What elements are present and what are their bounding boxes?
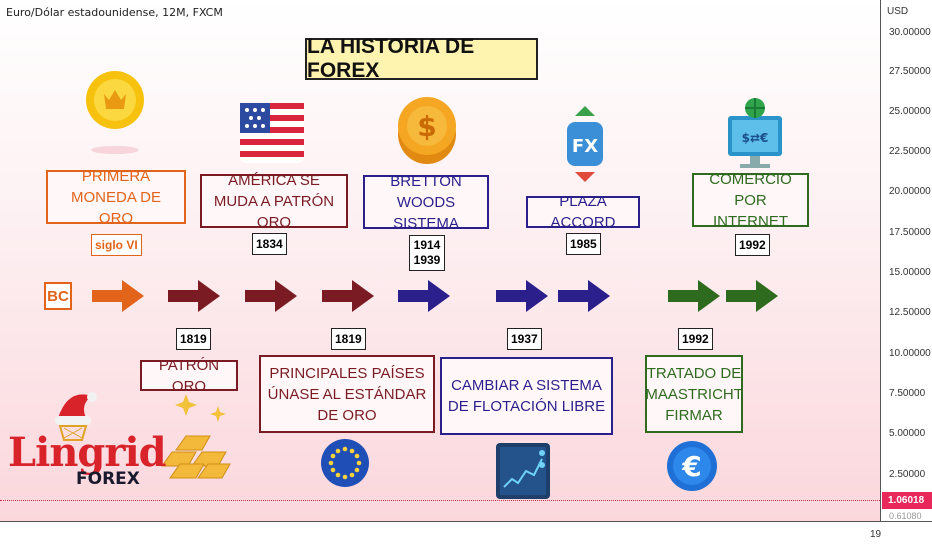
current-price-tag: 1.06018 (882, 492, 932, 509)
chart-screen-icon (494, 441, 554, 508)
price-tick: 5.00000 (889, 428, 926, 439)
timeline-arrow (558, 280, 610, 312)
logo-line1: Lingrid (8, 429, 167, 476)
date-1992-bottom: 1992 (678, 328, 713, 350)
event-label-plaza-accord: PLAZA ACCORD (526, 193, 640, 231)
date-1834: 1834 (252, 233, 287, 255)
usa-flag-icon (240, 103, 304, 170)
date-1819-b: 1819 (331, 328, 366, 350)
date-1992-top: 1992 (735, 234, 770, 256)
event-label-flotacion-libre: CAMBIAR A SISTEMA DE FLOTACIÓN LIBRE (440, 357, 613, 435)
event-label-america-patron-oro: AMÉRICA SE MUDA A PATRÓN ORO (200, 172, 348, 231)
event-label-principales-paises: PRINCIPALES PAÍSES ÚNASE AL ESTÁNDAR DE … (259, 355, 435, 433)
svg-text:FX: FX (572, 136, 598, 157)
time-scale[interactable]: 19 (0, 521, 932, 550)
currency-label: USD (887, 6, 909, 17)
timeline-arrow (322, 280, 374, 312)
price-tick: 27.50000 (889, 66, 931, 77)
event-label-maastricht: TRATADO DE MAASTRICHT FIRMAR (645, 355, 743, 433)
symbol-caption: Euro/Dólar estadounidense, 12M, FXCM (6, 6, 223, 19)
timeline-arrow (245, 280, 297, 312)
date-1985: 1985 (566, 233, 601, 255)
event-label-bretton-woods: BRETTON WOODS SISTEMA (363, 173, 489, 232)
price-tick: 20.00000 (889, 186, 931, 197)
price-tick: 15.00000 (889, 267, 931, 278)
timeline-arrow (726, 280, 778, 312)
page-title: LA HISTORIA DE FOREX (305, 35, 538, 82)
dollar-coin-icon: $ (397, 86, 457, 177)
price-tick: 30.00000 (889, 27, 931, 38)
timeline-arrow (398, 280, 450, 312)
event-label-primera-moneda: PRIMERA MONEDA DE ORO (46, 168, 186, 227)
price-tick: 17.50000 (889, 227, 931, 238)
euro-coin-icon: € (667, 441, 717, 508)
logo-line2: FOREX (76, 469, 140, 489)
gold-coin-crown-icon (85, 70, 145, 163)
price-tick: 12.50000 (889, 307, 931, 318)
timeline-arrow (496, 280, 548, 312)
online-trading-monitor-icon: $⇄€ (726, 96, 784, 175)
svg-text:€: € (681, 450, 701, 483)
time-tick: 19 (870, 529, 882, 540)
chart-area[interactable]: Euro/Dólar estadounidense, 12M, FXCM LA … (0, 0, 880, 521)
price-tick: 25.00000 (889, 106, 931, 117)
date-siglo-vi: siglo VI (91, 234, 142, 256)
event-label-comercio-internet: COMERCIO POR INTERNET (692, 171, 809, 230)
eu-flag-icon (321, 439, 369, 508)
price-tick: 2.50000 (889, 469, 926, 480)
timeline-arrow (92, 280, 144, 312)
timeline-arrow (168, 280, 220, 312)
santa-hat-icon (52, 388, 98, 449)
price-tick-partial: 0.61080 (889, 511, 922, 521)
price-tick: 7.50000 (889, 388, 926, 399)
gold-bars-icon (156, 392, 232, 487)
price-scale[interactable]: USD 30.00000 27.50000 25.00000 22.50000 … (880, 0, 932, 521)
fx-exchange-icon: FX (563, 104, 607, 189)
date-1914-1939: 1914 1939 (409, 235, 445, 271)
logo: Lingrid FOREX (8, 429, 167, 489)
svg-text:$⇄€: $⇄€ (742, 131, 769, 145)
svg-text:$: $ (417, 110, 436, 143)
current-price-line (0, 500, 880, 501)
price-tick: 10.00000 (889, 348, 931, 359)
date-1937: 1937 (507, 328, 542, 350)
price-tick: 22.50000 (889, 146, 931, 157)
timeline-arrow (668, 280, 720, 312)
start-label-bc: BC (44, 282, 72, 310)
date-1819-a: 1819 (176, 328, 211, 350)
event-label-patron-oro: PATRÓN ORO (140, 357, 238, 395)
